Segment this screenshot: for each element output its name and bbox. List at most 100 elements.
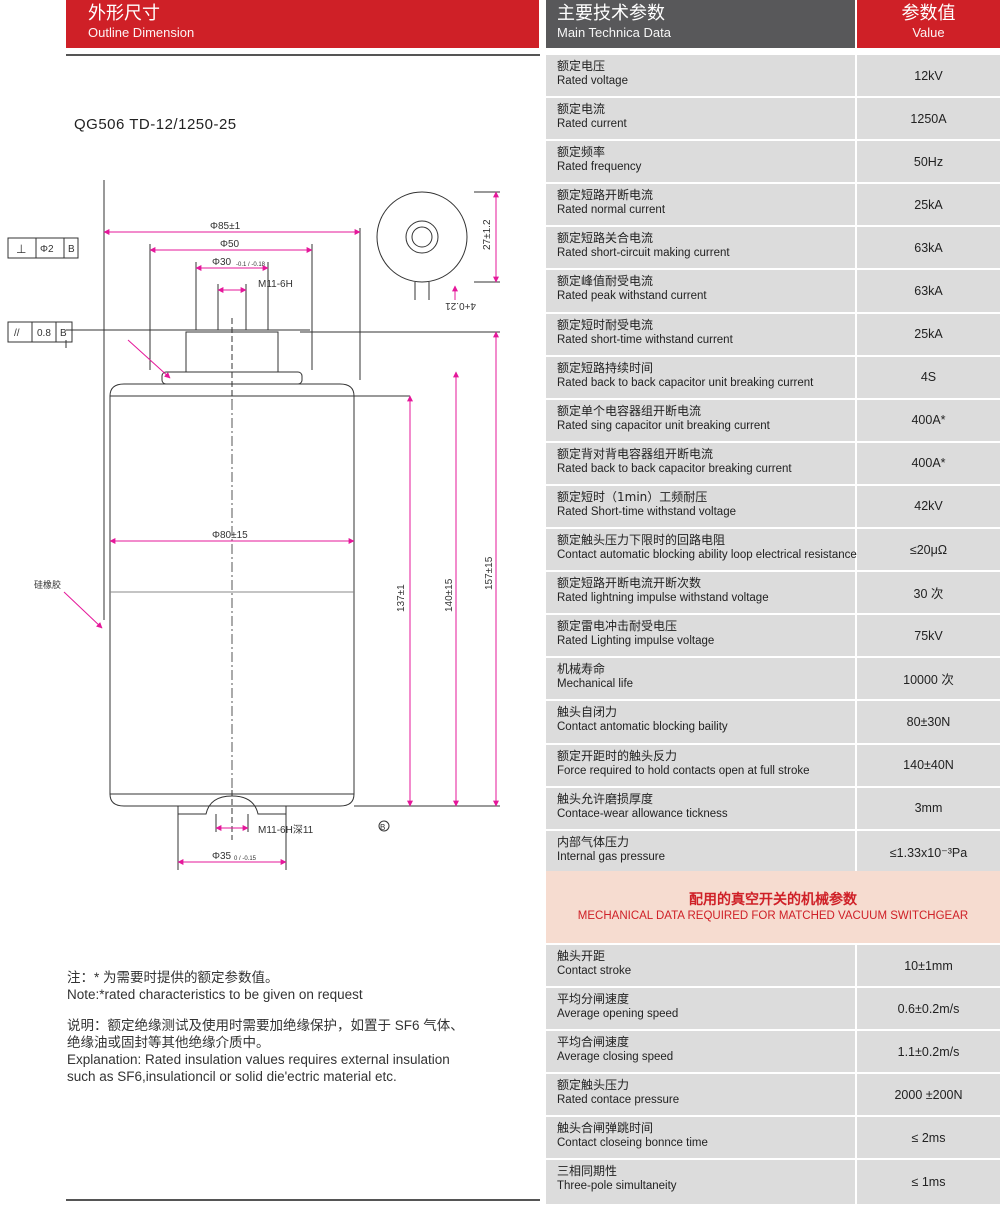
parameter-name-en: Mechanical life <box>557 678 634 691</box>
parameter-value: 75kV <box>857 615 1000 657</box>
parameter-value: 80±30N <box>857 701 1000 743</box>
explanation-en-2: such as SF6,insulationcil or solid die'e… <box>67 1069 397 1084</box>
parameter-name-en: Rated back to back capacitor unit breaki… <box>557 376 814 389</box>
perpendicularity-datum: B <box>68 244 75 255</box>
divider-top <box>66 54 540 56</box>
parameter-value: ≤ 2ms <box>857 1117 1000 1159</box>
parameter-name-cn: 触头允许磨损厚度 <box>557 791 654 806</box>
parameter-name-cn: 额定背对背电容器组开断电流 <box>557 446 714 461</box>
parameter-value: 1250A <box>857 98 1000 140</box>
parameter-name-en: Contace-wear allowance tickness <box>557 807 728 820</box>
parameter-value: 10000 次 <box>857 658 1000 700</box>
side-label: 硅橡胶 <box>34 579 61 591</box>
header-title-cn: 外形尺寸 <box>88 3 160 24</box>
parameter-name-en: Rated frequency <box>557 161 642 174</box>
dim-d30: Φ30 <box>212 257 232 268</box>
parameter-value: ≤20μΩ <box>857 529 1000 571</box>
parallelism-datum: B <box>60 328 67 339</box>
parameter-value: 63kA <box>857 270 1000 312</box>
subheader-cn: 配用的真空开关的机械参数 <box>689 892 857 908</box>
parameter-name-en: Average opening speed <box>557 1008 679 1021</box>
parameter-name-cn: 额定短路持续时间 <box>557 360 654 375</box>
parameter-value: 25kA <box>857 184 1000 226</box>
dim-m11-bottom: M11-6H深11 <box>258 824 314 836</box>
explanation-en-1: Explanation: Rated insulation values req… <box>67 1052 450 1067</box>
note-cn: 注：* 为需要时提供的额定参数值。 <box>67 970 279 985</box>
header-title-en: Outline Dimension <box>88 25 195 40</box>
parameter-name-cn: 额定短路开断电流 <box>557 188 654 203</box>
parameter-name-en: Contact stroke <box>557 965 632 977</box>
dim-d85: Φ85±1 <box>210 221 241 232</box>
parameter-name-cn: 额定触头压力下限时的回路电阻 <box>557 533 726 548</box>
parameter-name-cn: 平均分闸速度 <box>557 992 630 1007</box>
header-title-en: Main Technica Data <box>557 25 671 40</box>
parameter-value: 0.6±0.2m/s <box>857 988 1000 1030</box>
parameter-name-cn: 三相同期性 <box>557 1164 618 1179</box>
parameter-name-en: Contact automatic blocking ability loop … <box>557 549 857 562</box>
parameter-name-cn: 额定短路开断电流开断次数 <box>557 576 702 591</box>
dim-h137: 137±1 <box>396 584 407 612</box>
parameter-name-cn: 机械寿命 <box>557 662 606 677</box>
divider-bottom <box>66 1199 540 1201</box>
outline-drawing: Φ85±1 Φ50 Φ30 -0.1 / -0.18 M11-6H Φ80±15… <box>7 180 500 870</box>
parallelism-symbol: // <box>14 328 20 339</box>
parallelism-tolerance: 0.8 <box>37 328 51 339</box>
datum-b-marker: B <box>380 823 385 832</box>
model-number: QG506 TD-12/1250-25 <box>74 116 237 133</box>
parameter-value: 3mm <box>857 787 1000 829</box>
subheader-en: MECHANICAL DATA REQUIRED FOR MATCHED VAC… <box>577 910 969 922</box>
parameter-name-cn: 触头自闭力 <box>557 705 618 720</box>
parameter-name-en: Force required to hold contacts open at … <box>557 764 810 777</box>
explanation-cn-2: 绝缘油或固封等其他绝缘介质中。 <box>67 1035 270 1050</box>
parameter-name-cn: 额定短时耐受电流 <box>557 317 654 332</box>
mechanical-data-header: 配用的真空开关的机械参数 MECHANICAL DATA REQUIRED FO… <box>546 871 1000 943</box>
parameter-value: ≤ 1ms <box>857 1160 1000 1204</box>
dim-w4: 4+0.21 <box>445 300 476 311</box>
parameter-name-cn: 内部气体压力 <box>557 834 630 849</box>
header-title-cn: 主要技术参数 <box>557 3 665 24</box>
dim-d50: Φ50 <box>220 239 240 250</box>
dim-m11-top: M11-6H <box>258 279 293 290</box>
parameter-name-cn: 额定短路关合电流 <box>557 231 654 246</box>
parameter-name-cn: 额定峰值耐受电流 <box>557 274 654 289</box>
value-header: 参数值 Value <box>857 0 1000 48</box>
parameter-name-en: Rated lightning impulse withstand voltag… <box>557 592 769 605</box>
dim-h27: 27±1.2 <box>482 219 493 250</box>
dim-d35-tol: 0 / -0.15 <box>234 856 257 862</box>
parameter-name-en: Rated peak withstand current <box>557 290 707 303</box>
dim-h140: 140±15 <box>444 578 455 612</box>
parameter-name-cn: 额定电压 <box>557 59 606 73</box>
header-title-en: Value <box>912 25 945 40</box>
parameter-value: 2000 ±200N <box>857 1074 1000 1116</box>
